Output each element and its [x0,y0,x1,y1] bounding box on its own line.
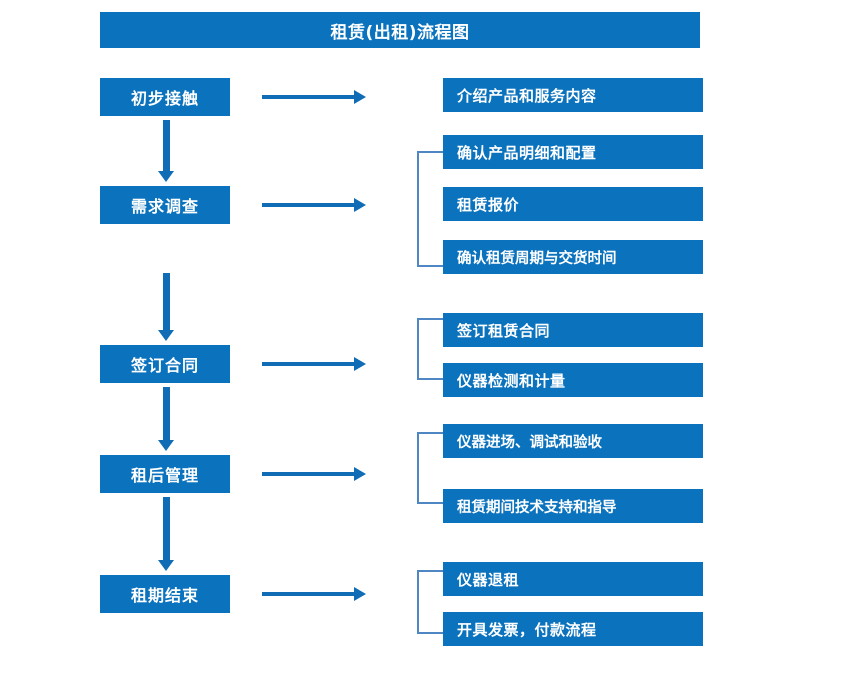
detail-box-confirm-lease-period-delivery[interactable]: 确认租赁周期与交货时间 [443,240,703,274]
stage-box-sign-contract[interactable]: 签订合同 [100,345,230,383]
detail-box-rental-quotation[interactable]: 租赁报价 [443,187,703,221]
right-arrow-icon-4 [262,467,366,481]
detail-box-instrument-inspection-metrology[interactable]: 仪器检测和计量 [443,363,703,397]
right-arrow-icon-1 [262,90,366,104]
detail-box-instrument-entry-commissioning-acceptance[interactable]: 仪器进场、调试和验收 [443,424,703,458]
right-arrow-icon-2 [262,198,366,212]
group-bracket-sign-contract [417,318,443,380]
detail-box-confirm-product-spec-config[interactable]: 确认产品明细和配置 [443,135,703,169]
group-bracket-lease-end [417,570,443,634]
right-arrow-icon-3 [262,357,366,371]
detail-box-technical-support-during-lease[interactable]: 租赁期间技术支持和指导 [443,489,703,523]
detail-box-sign-lease-agreement[interactable]: 签订租赁合同 [443,313,703,347]
stage-box-requirement-survey[interactable]: 需求调查 [100,186,230,224]
group-bracket-post-rental-management [417,432,443,504]
group-bracket-requirement-survey [417,151,443,267]
right-arrow-icon-5 [262,587,366,601]
stage-box-initial-contact[interactable]: 初步接触 [100,78,230,116]
detail-box-instrument-return[interactable]: 仪器退租 [443,562,703,596]
page-title: 租赁(出租)流程图 [100,12,700,48]
detail-box-invoice-payment-process[interactable]: 开具发票，付款流程 [443,612,703,646]
stage-box-lease-end[interactable]: 租期结束 [100,575,230,613]
stage-box-post-rental-management[interactable]: 租后管理 [100,455,230,493]
detail-box-introduce-products-services[interactable]: 介绍产品和服务内容 [443,78,703,112]
